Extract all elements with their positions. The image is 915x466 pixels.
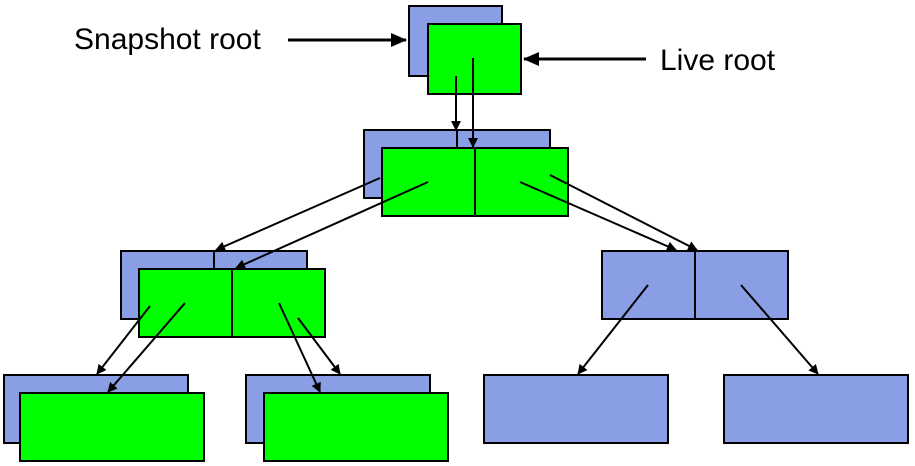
pointer-live-left-to-leaf2 (278, 302, 321, 393)
pointer-snapshot-left-to-leaf1 (96, 305, 151, 375)
live-root-node (427, 23, 522, 95)
pointer-live-level2-to-left (235, 181, 429, 269)
pointer-snapshot-level2-to-right (549, 174, 698, 251)
live-leaf-2 (263, 392, 449, 462)
snapshot-root-label: Snapshot root (74, 23, 261, 56)
pointer-snapshot-level2-to-left (215, 177, 381, 251)
shared-level3-right-node (601, 250, 789, 320)
shared-leaf-3 (483, 374, 669, 444)
pointer-snapshot-left-to-leaf2 (297, 317, 341, 375)
pointer-live-left-to-leaf1 (107, 302, 186, 393)
live-root-label: Live root (660, 44, 776, 77)
pointer-live-level2-to-right (519, 181, 677, 251)
pointer-right-to-leaf3 (577, 284, 649, 375)
pointer-right-to-leaf4 (740, 284, 819, 375)
live-level3-left-node (138, 268, 326, 338)
live-level2-node (381, 147, 569, 217)
live-leaf-1 (19, 392, 205, 462)
shared-leaf-4 (723, 374, 909, 444)
